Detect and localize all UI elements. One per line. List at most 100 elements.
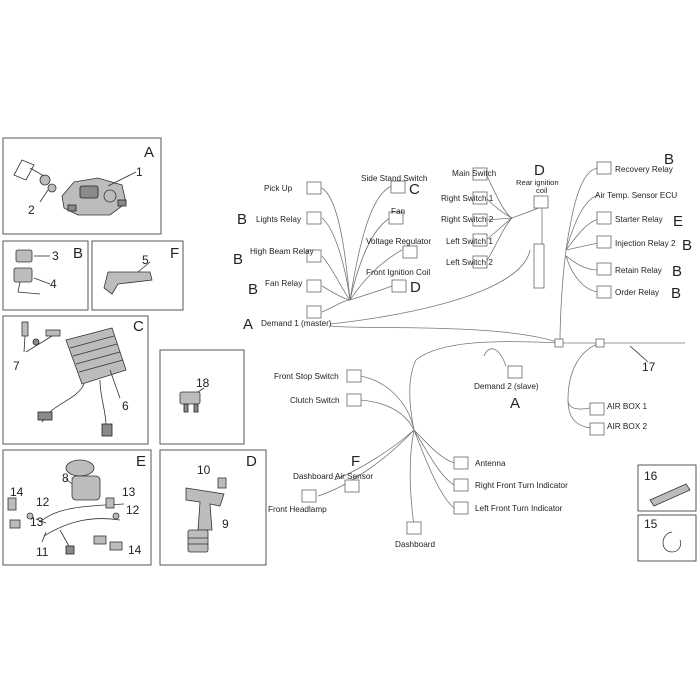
relay-part xyxy=(179,391,201,405)
panel-c-letter: C xyxy=(133,318,144,335)
part-number-7: 7 xyxy=(13,359,20,373)
connector-injection-relay xyxy=(596,235,612,249)
connector-headlamp xyxy=(301,489,317,503)
label-lights-relay: Lights Relay xyxy=(256,215,302,224)
callout-injection: B xyxy=(682,237,692,254)
part-number-14: 14 xyxy=(10,485,24,499)
label-main-switch: Main Switch xyxy=(452,169,497,178)
connector-retain-relay xyxy=(596,262,612,276)
callout-lights-relay: B xyxy=(237,211,247,228)
callout-fan-relay: B xyxy=(248,281,258,298)
label-demand-2: Demand 2 (slave) xyxy=(474,382,539,391)
harness-callouts: C B B B D A D B E B B B A F 17 xyxy=(233,151,692,470)
cable-tie-part xyxy=(649,483,691,507)
callout-retain: B xyxy=(672,263,682,280)
connector-dash-air xyxy=(344,479,360,493)
relay-part xyxy=(15,249,33,263)
callout-front-coil: D xyxy=(410,279,421,296)
panel-18: 18 xyxy=(159,349,245,445)
label-high-beam-relay: High Beam Relay xyxy=(250,247,315,256)
connector-right-turn xyxy=(453,478,469,492)
panel-a-letter: A xyxy=(144,144,154,161)
label-demand-1: Demand 1 (master) xyxy=(261,319,332,328)
callout-demand-1: A xyxy=(243,316,253,333)
label-air-temp-sensor: Air Temp. Sensor ECU xyxy=(595,191,677,200)
connector-dashboard xyxy=(406,521,422,535)
connector-air-box-1 xyxy=(589,402,605,416)
label-starter-relay: Starter Relay xyxy=(615,215,664,224)
callout-high-beam: B xyxy=(233,251,243,268)
connector-left-switch-1 xyxy=(472,233,488,247)
harness-wires xyxy=(317,167,685,527)
label-order-relay: Order Relay xyxy=(615,288,660,297)
connector-fan xyxy=(388,211,404,225)
panel-b-letter: B xyxy=(73,245,83,262)
label-clutch-switch: Clutch Switch xyxy=(290,396,340,405)
panel-f-letter: F xyxy=(170,245,179,262)
part-number-17: 17 xyxy=(642,360,656,374)
fastener-parts xyxy=(7,497,123,551)
label-recovery-relay: Recovery Relay xyxy=(615,165,674,174)
harness-junction xyxy=(554,338,564,348)
label-rear-ignition-coil-2: coil xyxy=(536,186,548,195)
part-number-1: 1 xyxy=(136,165,143,179)
label-fan: Fan xyxy=(391,207,406,216)
part-number-9: 9 xyxy=(222,517,229,531)
panel-16: 16 xyxy=(637,464,697,512)
panel-e-letter: E xyxy=(136,453,146,470)
part-number-18: 18 xyxy=(196,376,210,390)
part-number-10: 10 xyxy=(197,463,211,477)
connector-high-beam xyxy=(306,249,322,263)
connector-right-switch-1 xyxy=(472,191,488,205)
connector-clutch xyxy=(346,393,362,407)
clip-part xyxy=(662,531,682,553)
label-antenna: Antenna xyxy=(475,459,506,468)
part-number-14: 14 xyxy=(128,543,142,557)
callout-starter: E xyxy=(673,213,683,230)
callout-order: B xyxy=(671,285,681,302)
part-number-12: 12 xyxy=(126,503,140,517)
connector-air-box-2 xyxy=(589,422,605,436)
connector-antenna xyxy=(453,456,469,470)
connector-lights-relay xyxy=(306,211,322,225)
part-number-11: 11 xyxy=(36,545,49,559)
connector-demand-1 xyxy=(306,305,322,319)
label-air-box-2: AIR BOX 2 xyxy=(607,422,647,431)
connector-front-coil xyxy=(391,279,407,293)
part-number-15: 15 xyxy=(644,517,658,531)
key-part xyxy=(13,159,57,193)
panel-d: D 10 9 xyxy=(159,449,267,566)
ignition-coil-part xyxy=(185,477,227,553)
label-injection-relay-2: Injection Relay 2 xyxy=(615,239,676,248)
part-number-12: 12 xyxy=(36,495,50,509)
voltage-regulator-part xyxy=(37,327,127,437)
part-number-8: 8 xyxy=(62,471,69,485)
label-dashboard: Dashboard xyxy=(395,540,436,549)
label-left-switch-2: Left Switch 2 xyxy=(446,258,493,267)
panel-a: A 1 2 xyxy=(2,137,162,235)
connector-fan-relay xyxy=(306,279,322,293)
panel-e: E 8 14 12 13 11 13 12 14 xyxy=(2,449,152,566)
connector-left-turn xyxy=(453,501,469,515)
part-number-6: 6 xyxy=(122,399,129,413)
part-number-13: 13 xyxy=(122,485,136,499)
connector-recovery-relay xyxy=(596,161,612,175)
label-voltage-regulator: Voltage Regulator xyxy=(366,237,431,246)
label-left-front-turn: Left Front Turn Indicator xyxy=(475,504,563,513)
callout-recovery: B xyxy=(664,151,674,168)
connector-demand-2 xyxy=(507,365,523,379)
label-front-stop-switch: Front Stop Switch xyxy=(274,372,339,381)
connector-starter-relay xyxy=(596,211,612,225)
label-retain-relay: Retain Relay xyxy=(615,266,663,275)
connector-front-stop xyxy=(346,369,362,383)
starter-relay-part xyxy=(39,459,125,555)
connector-rear-coil xyxy=(533,195,549,209)
label-left-switch-1: Left Switch 1 xyxy=(446,237,493,246)
part-number-5: 5 xyxy=(142,253,149,267)
harness-junction xyxy=(595,338,605,348)
ignition-switch-part xyxy=(61,177,127,216)
connector-side-stand xyxy=(390,180,406,194)
connector-voltage-regulator xyxy=(402,245,418,259)
connector-pick-up xyxy=(306,181,322,195)
